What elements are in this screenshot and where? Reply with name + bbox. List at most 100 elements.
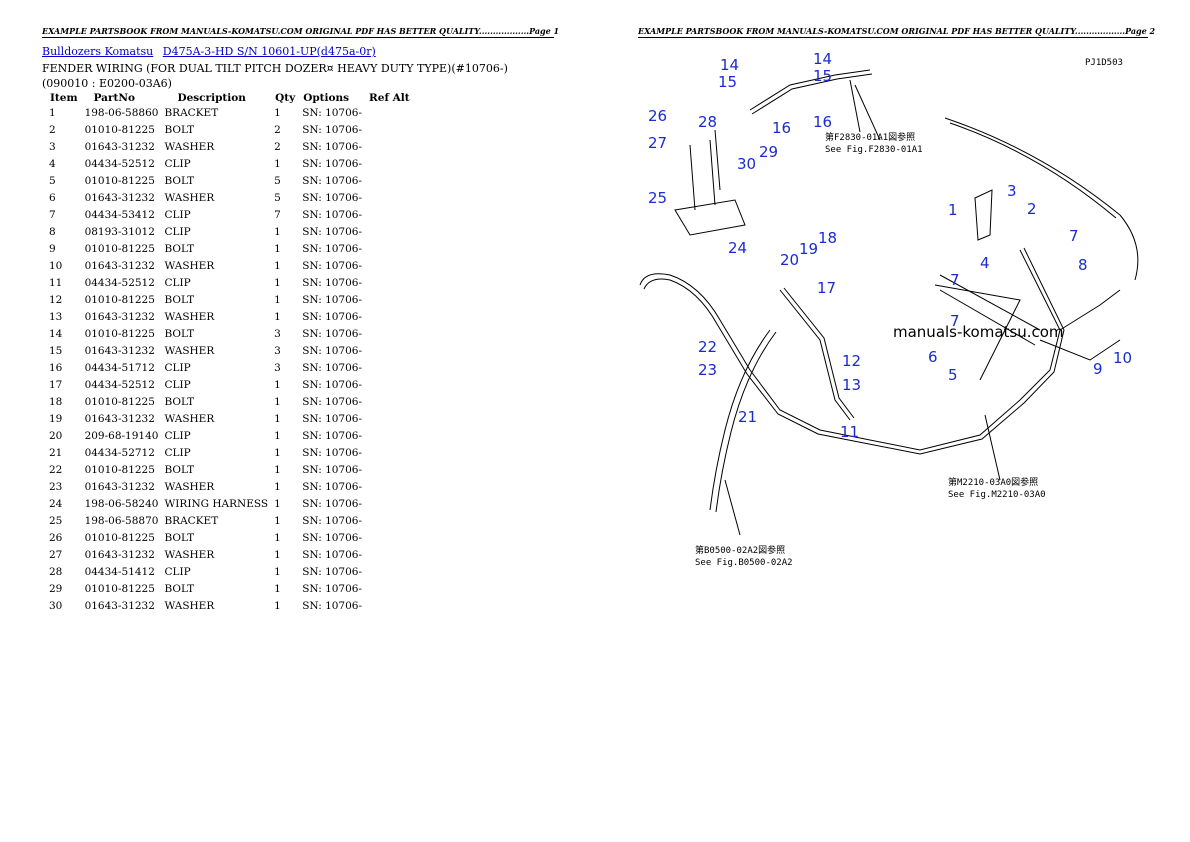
cell-qty: 2	[274, 124, 281, 136]
callout-label: 21	[738, 408, 757, 426]
cell-item: 8	[49, 226, 56, 238]
cell-item: 23	[49, 481, 63, 493]
cell-refalt	[365, 549, 414, 566]
cell-refalt	[365, 464, 414, 481]
cell-refalt	[365, 379, 414, 396]
cell-refalt	[365, 447, 414, 464]
cell-refalt	[365, 141, 414, 158]
cell-qty: 2	[274, 141, 281, 153]
breadcrumb-model-link[interactable]: D475A-3-HD S/N 10601-UP(d475a-0r)	[162, 45, 376, 58]
cell-item: 26	[49, 532, 63, 544]
cell-item: 20	[49, 430, 63, 442]
callout-label: 17	[817, 279, 836, 297]
cell-qty: 1	[274, 226, 281, 238]
cell-description: BOLT	[164, 175, 195, 187]
diagram-watermark: manuals-komatsu.com	[893, 323, 1064, 341]
cell-description: WASHER	[164, 141, 215, 153]
ref-note-3-en: See Fig.B0500-02A2	[695, 558, 793, 568]
callout-label: 8	[1078, 256, 1088, 274]
cell-refalt	[365, 311, 414, 328]
cell-options: SN: 10706-	[302, 209, 363, 221]
cell-description: WASHER	[164, 413, 215, 425]
cell-item: 30	[49, 600, 63, 612]
cell-qty: 5	[274, 192, 281, 204]
callout-label: 15	[718, 73, 737, 91]
cell-description: WIRING HARNESS	[164, 498, 269, 510]
col-description: Description	[177, 91, 246, 104]
callout-label: 20	[780, 251, 799, 269]
cell-refalt	[365, 260, 414, 277]
exploded-diagram: PJ1D503 manuals-komatsu.com 第F2830-01A1図…	[639, 50, 1139, 568]
cell-refalt	[365, 124, 414, 141]
cell-item: 15	[49, 345, 63, 357]
cell-item: 1	[49, 107, 56, 119]
cell-options: SN: 10706-	[302, 362, 363, 374]
cell-partno: 01643-31232	[84, 311, 155, 323]
cell-qty: 1	[274, 600, 281, 612]
callout-label: 11	[840, 423, 859, 441]
callout-label: 14	[813, 50, 832, 68]
callout-label: 16	[772, 119, 791, 137]
cell-description: WASHER	[164, 549, 215, 561]
cell-qty: 1	[274, 549, 281, 561]
cell-item: 7	[49, 209, 56, 221]
cell-partno: 04434-52512	[84, 158, 155, 170]
cell-options: SN: 10706-	[302, 328, 363, 340]
cell-description: WASHER	[164, 345, 215, 357]
callout-label: 30	[737, 155, 756, 173]
cell-options: SN: 10706-	[302, 464, 363, 476]
cell-refalt	[365, 345, 414, 362]
diagram-code: PJ1D503	[1085, 58, 1123, 68]
breadcrumb-category-link[interactable]: Bulldozers Komatsu	[42, 45, 154, 58]
col-partno: PartNo	[93, 91, 135, 104]
callout-label: 22	[698, 338, 717, 356]
cell-description: WASHER	[164, 600, 215, 612]
cell-description: CLIP	[164, 379, 191, 391]
cell-item: 13	[49, 311, 63, 323]
cell-qty: 1	[274, 464, 281, 476]
cell-refalt	[365, 532, 414, 549]
cell-partno: 01643-31232	[84, 345, 155, 357]
page-header-right: EXAMPLE PARTSBOOK FROM MANUALS-KOMATSU.C…	[638, 26, 1156, 38]
cell-partno: 08193-31012	[84, 226, 155, 238]
cell-qty: 1	[274, 379, 281, 391]
cell-qty: 5	[274, 175, 281, 187]
cell-description: CLIP	[164, 158, 191, 170]
cell-partno: 198-06-58240	[84, 498, 159, 510]
cell-options: SN: 10706-	[302, 294, 363, 306]
callout-label: 10	[1113, 349, 1132, 367]
cell-options: SN: 10706-	[302, 498, 363, 510]
cell-qty: 3	[274, 328, 281, 340]
cell-partno: 01010-81225	[84, 464, 155, 476]
callout-label: 24	[728, 239, 747, 257]
callout-label: 23	[698, 361, 717, 379]
cell-description: CLIP	[164, 209, 191, 221]
cell-qty: 1	[274, 498, 281, 510]
cell-refalt	[365, 226, 414, 243]
cell-partno: 198-06-58870	[84, 515, 159, 527]
cell-options: SN: 10706-	[302, 311, 363, 323]
cell-options: SN: 10706-	[302, 226, 363, 238]
cell-refalt	[365, 192, 414, 209]
callout-label: 4	[980, 254, 990, 272]
cell-options: SN: 10706-	[302, 515, 363, 527]
cell-item: 2	[49, 124, 56, 136]
cell-description: CLIP	[164, 362, 191, 374]
cell-refalt	[365, 328, 414, 345]
cell-qty: 3	[274, 345, 281, 357]
callout-label: 16	[813, 113, 832, 131]
cell-item: 14	[49, 328, 63, 340]
cell-refalt	[365, 277, 414, 294]
callout-label: 26	[648, 107, 667, 125]
cell-description: CLIP	[164, 566, 191, 578]
